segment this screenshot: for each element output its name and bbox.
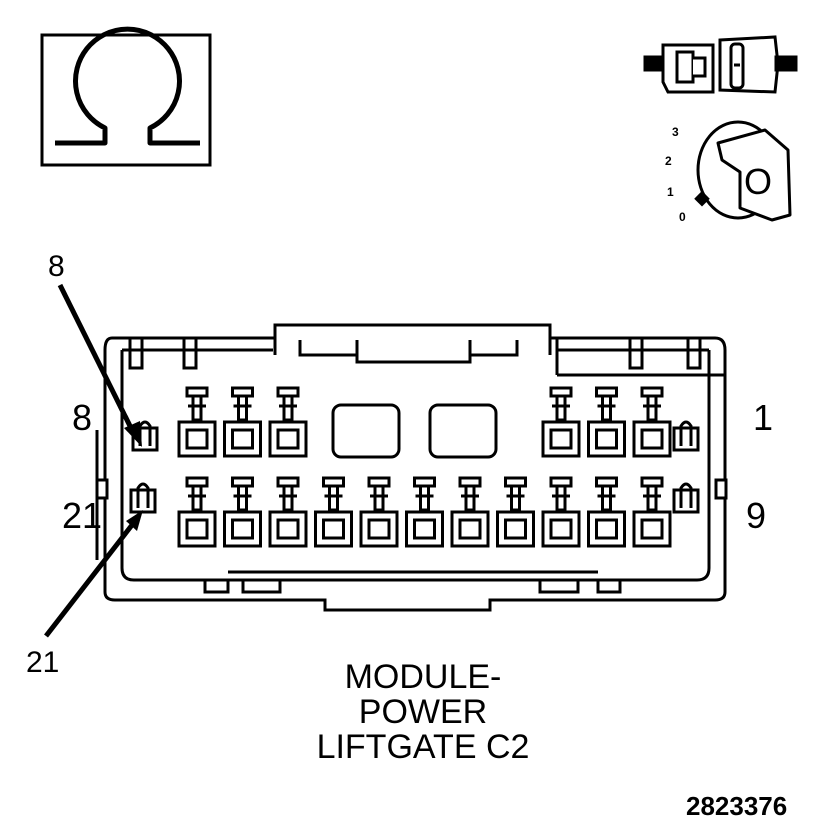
pin-label-bottom-right: 9 [746, 495, 766, 536]
connector-body [95, 323, 728, 612]
cavity-bottom-4 [314, 476, 353, 548]
cavity-bottom-9 [541, 476, 581, 548]
ignition-position-2: 2 [665, 154, 672, 168]
cavity-top-3 [268, 386, 308, 458]
pin-label-top-right: 1 [753, 397, 773, 438]
connector-title-line-1: MODULE- [345, 658, 502, 696]
terminal-latch-pin-9 [672, 482, 700, 514]
ignition-position-3: 3 [672, 125, 679, 139]
connector-title-line-2: POWER [359, 693, 487, 731]
terminal-latch-pin-21 [129, 482, 157, 514]
cavity-bottom-10 [587, 476, 626, 548]
cavity-bottom-5 [359, 476, 399, 548]
cavity-bottom-3 [268, 476, 308, 548]
cavity-top-4 [541, 386, 581, 458]
cavity-bottom-8 [496, 476, 535, 548]
ignition-key-label: O [744, 161, 772, 202]
connector-title-line-3: LIFTGATE C2 [317, 728, 530, 766]
cavity-bottom-6 [405, 476, 444, 548]
cavity-grid [129, 386, 700, 548]
ignition-key-icon: 3 2 1 0 O [665, 120, 792, 224]
cavity-bottom-2 [223, 476, 262, 548]
ignition-position-1: 1 [667, 185, 674, 199]
connector-disconnected-icon [643, 35, 798, 94]
cavity-bottom-11 [632, 476, 672, 548]
figure-number: 2823376 [686, 791, 787, 821]
ignition-position-0: 0 [679, 210, 686, 224]
cavity-bottom-1 [177, 476, 217, 548]
cavity-top-1 [177, 386, 217, 458]
ohm-icon [40, 26, 212, 167]
callout-label-21: 21 [26, 646, 59, 679]
pin-label-bottom-left: 21 [62, 495, 102, 536]
cavity-top-5 [587, 386, 626, 458]
callout-label-8: 8 [48, 250, 65, 283]
callout-pin-8: 8 [48, 250, 142, 447]
pin-label-top-left: 8 [72, 397, 92, 438]
cavity-top-2 [223, 386, 262, 458]
cavity-bottom-7 [450, 476, 490, 548]
callout-pin-21: 21 [26, 510, 143, 679]
cavity-top-6 [632, 386, 672, 458]
terminal-latch-pin-1 [672, 420, 700, 452]
